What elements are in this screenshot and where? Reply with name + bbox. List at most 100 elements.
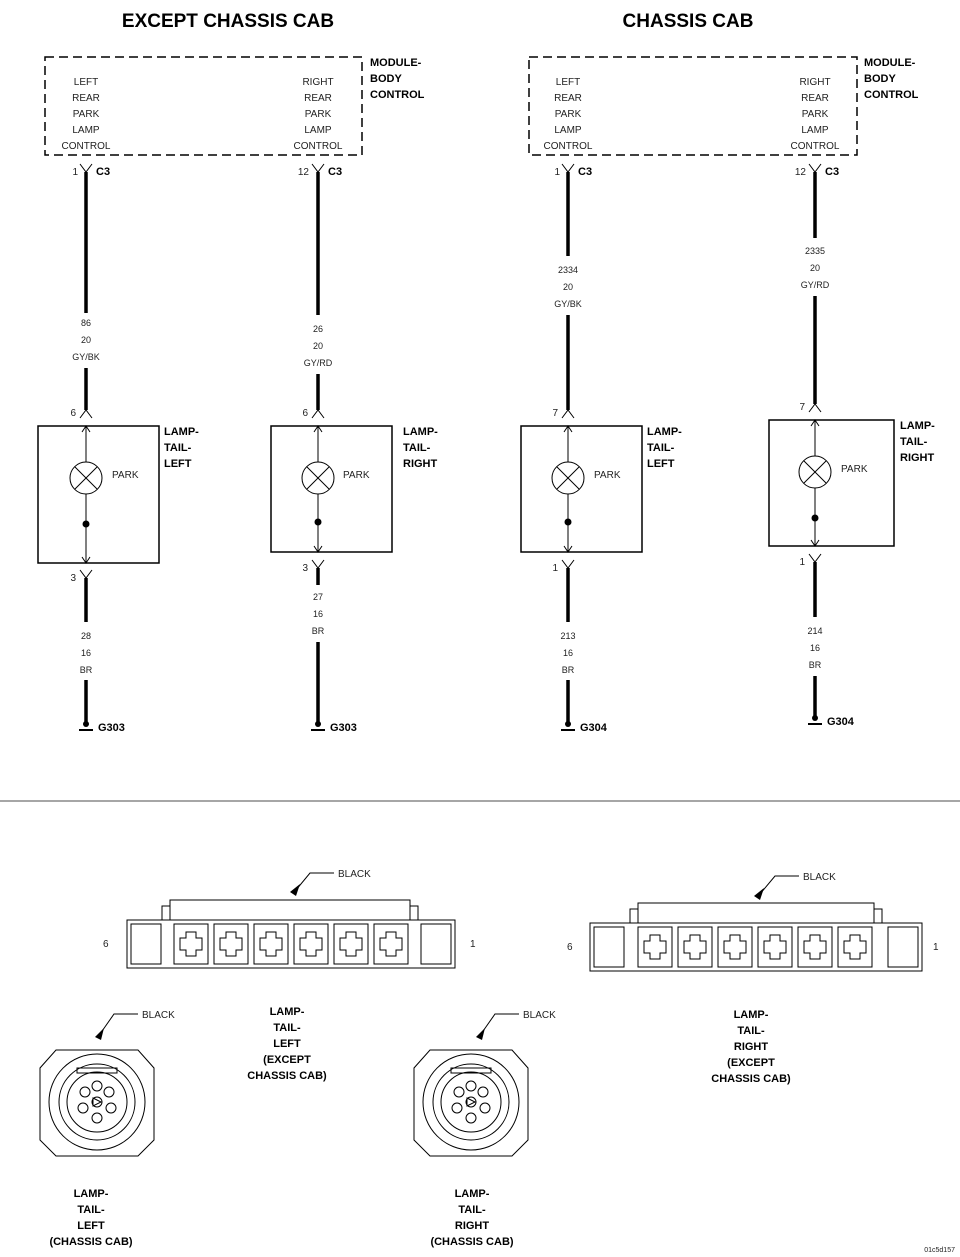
connector-round-right: BLACK — [413, 1010, 556, 1157]
pin-cavity-cross — [339, 931, 363, 957]
wire-color: GY/BK — [72, 352, 100, 362]
caption-line: LAMP- — [270, 1006, 305, 1018]
module-label-line: CONTROL — [370, 89, 425, 101]
arrow-icon — [476, 1028, 485, 1040]
connector-fork-icon — [79, 569, 93, 579]
lamp-label-line: RIGHT — [403, 458, 438, 470]
figure-id: 01c5d157 — [924, 1247, 955, 1254]
wire-color: BR — [809, 660, 822, 670]
latch-tab — [409, 905, 419, 921]
arrow-icon — [313, 545, 323, 553]
ground-icon — [83, 721, 89, 727]
pin-label-line: REAR — [304, 93, 332, 104]
lamp-pin-number: 6 — [302, 408, 308, 419]
connector-id: C3 — [825, 166, 839, 178]
keyway — [92, 1097, 103, 1107]
wire-color: GY/RD — [801, 280, 830, 290]
connector-end-lock — [130, 923, 162, 965]
leader-line — [295, 872, 334, 891]
connector-fork-icon — [311, 409, 325, 419]
wire-gauge: 16 — [810, 643, 820, 653]
pin-cavity — [479, 1102, 491, 1114]
bulb-label: PARK — [594, 470, 621, 481]
header-except-chassis-cab: EXCEPT CHASSIS CAB — [122, 11, 334, 32]
caption-line: (CHASSIS CAB) — [49, 1236, 132, 1248]
module-label-line: CONTROL — [864, 89, 919, 101]
pin-label-line: LAMP — [554, 125, 582, 136]
connector-fork-icon — [311, 559, 325, 569]
caption-line: TAIL- — [77, 1204, 105, 1216]
pin-cavity — [465, 1080, 477, 1092]
pin-cavity-row — [173, 923, 409, 965]
pin-cavity — [91, 1080, 103, 1092]
caption-line: LEFT — [273, 1038, 301, 1050]
lamp-tail-left-box — [37, 425, 160, 564]
arrow-icon — [313, 425, 323, 433]
module-outline — [44, 56, 363, 156]
lamp-tail-right-box — [768, 419, 895, 547]
leader-line — [99, 1013, 138, 1035]
connector-fork-icon — [561, 163, 575, 173]
lamp-pin-number: 3 — [302, 563, 308, 574]
pin-cavity-row — [637, 926, 873, 968]
pin-cavity — [213, 923, 249, 965]
splice-dot — [564, 518, 572, 526]
connector-flange — [39, 1049, 155, 1157]
lamp-tail-right-box — [270, 425, 393, 553]
arrow-icon — [290, 884, 300, 896]
lamp-pin-number: 1 — [552, 563, 558, 574]
pin-cavity-cross — [179, 931, 203, 957]
pin-label-line: REAR — [801, 93, 829, 104]
module-body-control-left: MODULE- BODY CONTROL LEFT REAR PARK LAMP… — [44, 56, 425, 156]
pin-cavity — [465, 1112, 477, 1124]
pin-label-line: CONTROL — [544, 141, 593, 152]
pin-label-line: LAMP — [801, 125, 829, 136]
caption-line: TAIL- — [458, 1204, 486, 1216]
wire-gauge: 20 — [563, 282, 573, 292]
header-chassis-cab: CHASSIS CAB — [623, 11, 754, 32]
ground-id: G303 — [98, 722, 125, 734]
connector-ring — [422, 1053, 520, 1151]
pin-label-line: CONTROL — [294, 141, 343, 152]
wire-color: BR — [562, 665, 575, 675]
caption-line: RIGHT — [455, 1220, 490, 1232]
wire-color: GY/RD — [304, 358, 333, 368]
ground-id: G304 — [580, 722, 608, 734]
pin-cavity-cross — [843, 934, 867, 960]
arrow-icon — [95, 1028, 104, 1040]
pin-cavity-cross — [259, 931, 283, 957]
bulb-cross — [556, 466, 580, 490]
arrow-icon — [81, 556, 91, 564]
lamp-label-line: TAIL- — [164, 442, 192, 454]
circuit-number: 214 — [807, 626, 822, 636]
lamp-pin-number: 7 — [799, 402, 805, 413]
splice-dot — [811, 514, 819, 522]
bulb-cross — [306, 466, 330, 490]
pin-cavity — [91, 1112, 103, 1124]
wire-gauge: 20 — [81, 335, 91, 345]
connector-fork-icon — [79, 409, 93, 419]
pin-label-line: LEFT — [74, 77, 98, 88]
locking-tab — [450, 1067, 492, 1074]
circuit-number: 86 — [81, 318, 91, 328]
arrow-icon — [810, 539, 820, 547]
pin-cavity-cross — [723, 934, 747, 960]
lamp-label-line: TAIL- — [403, 442, 431, 454]
arrow-icon — [810, 419, 820, 427]
pin-cavity — [797, 926, 833, 968]
connector-ring — [58, 1063, 136, 1141]
lamp-pin-number: 3 — [70, 573, 76, 584]
module-pin-number: 1 — [554, 167, 560, 178]
pin-cavity — [253, 923, 289, 965]
latch-tab — [161, 905, 171, 921]
arrow-icon — [754, 888, 764, 900]
connector-round-left: BLACK — [39, 1010, 175, 1157]
pin-label-line: CONTROL — [791, 141, 840, 152]
arrow-icon — [81, 425, 91, 433]
caption-line: (EXCEPT — [727, 1057, 775, 1069]
module-body-control-right: MODULE- BODY CONTROL LEFT REAR PARK LAMP… — [528, 56, 919, 156]
lamp-pin-number: 1 — [799, 557, 805, 568]
circuit-left-chassis-cab: 1 C3 2334 20 GY/BK 7 PARK LAMP- TAIL- LE… — [520, 163, 682, 734]
caption-line: TAIL- — [273, 1022, 301, 1034]
